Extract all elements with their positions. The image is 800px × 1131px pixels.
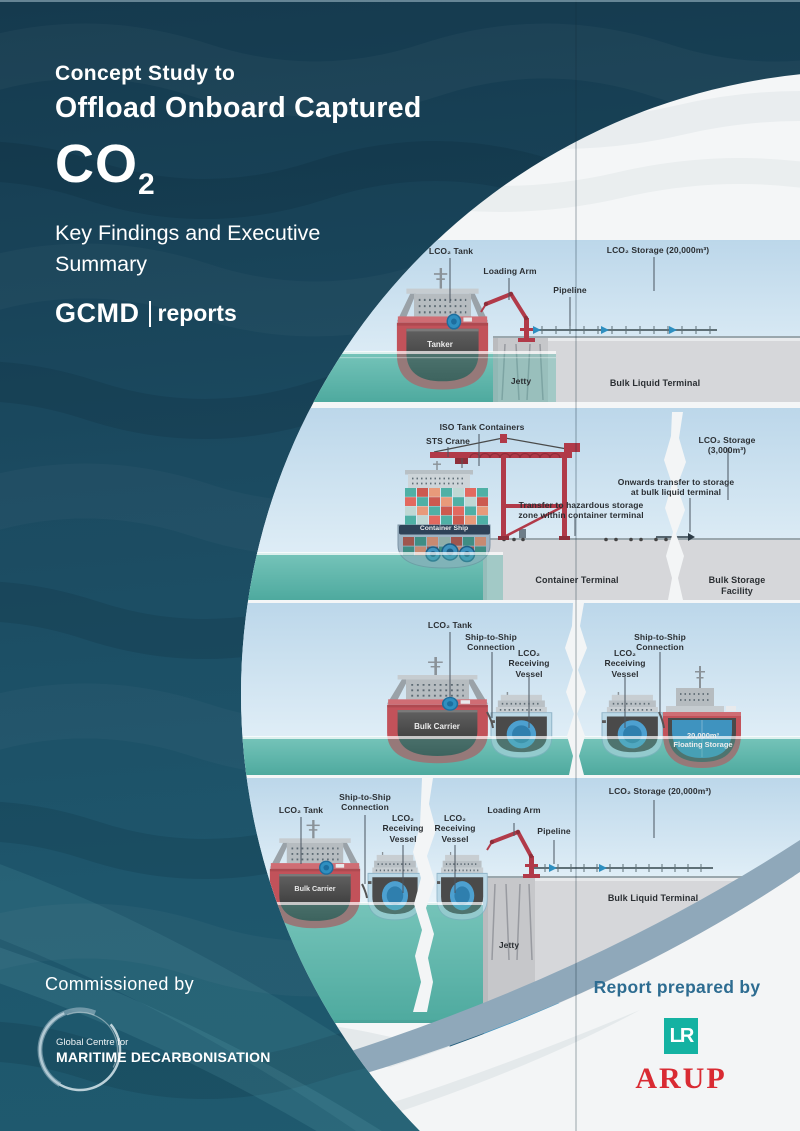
label-onwards-note: Onwards transfer to storage at bulk liqu…	[617, 477, 735, 498]
co2-base: CO	[55, 134, 138, 194]
report-prepared-by-label: Report prepared by	[593, 977, 761, 997]
label-jetty-1: Jetty	[510, 376, 532, 386]
floating-storage	[663, 666, 741, 768]
label-sts-connection-4: Ship-to-Ship Connection	[339, 792, 391, 813]
leader-lines-3	[449, 632, 661, 728]
leader-lines-2	[447, 434, 729, 536]
label-recv-vessel-4r: LCO₂ Receiving Vessel	[434, 813, 476, 844]
hero-circle: LCO₂ Tank Loading Arm Pipeline LCO₂ Stor…	[241, 71, 800, 1131]
leader-lines-4	[300, 800, 655, 893]
leader-lines-1	[449, 257, 655, 326]
sts-crane	[430, 434, 800, 1131]
subtitle: Key Findings and Executive Summary	[55, 218, 320, 279]
iso-tank-row	[604, 537, 800, 1131]
gcmd-logo-ring	[37, 1007, 123, 1093]
subtitle-line-1: Key Findings and Executive	[55, 221, 321, 245]
label-pipeline-1: Pipeline	[553, 285, 587, 295]
gcmd-logo-big-text: MARITIME DECARBONISATION	[56, 1049, 271, 1065]
label-bulk-storage-facility: Bulk Storage Facility	[708, 575, 766, 596]
brand-gcmd: GCMD	[55, 298, 140, 328]
label-container-ship: Container Ship	[419, 525, 469, 532]
label-bulk-carrier-4: Bulk Carrier	[294, 884, 336, 893]
label-floating-storage: 20,000m³ Floating Storage	[673, 731, 733, 750]
label-sts-connection-3r: Ship-to-Ship Connection	[634, 632, 686, 653]
label-lco2-tank-1: LCO₂ Tank	[428, 246, 474, 256]
label-lco2-tank-3: LCO₂ Tank	[427, 620, 473, 630]
gcmd-reports-brand: GCMD reports	[55, 298, 237, 329]
label-jetty-4: Jetty	[498, 940, 520, 950]
label-sts-crane: STS Crane	[426, 436, 470, 446]
container-stack	[405, 488, 488, 525]
label-lco2-storage-4: LCO₂ Storage (20,000m³)	[608, 786, 712, 796]
co2-subscript: 2	[138, 167, 156, 201]
label-container-terminal: Container Terminal	[535, 575, 619, 585]
label-tanker: Tanker	[427, 340, 453, 349]
gcmd-logo-small-text: Global Centre for	[56, 1037, 129, 1048]
title-co2: CO2	[55, 133, 422, 202]
label-iso-tanks: ISO Tank Containers	[439, 422, 525, 432]
cover-fold-crease	[575, 0, 577, 1131]
label-recv-vessel-3r: LCO₂ Receiving Vessel	[604, 648, 646, 679]
label-sts-connection-3l: Ship-to-Ship Connection	[465, 632, 517, 653]
label-lco2-storage-1: LCO₂ Storage (20,000m³)	[606, 245, 710, 255]
label-recv-vessel-3l: LCO₂ Receiving Vessel	[508, 648, 550, 679]
diagram-graphics	[241, 91, 800, 1131]
bottom-swoosh	[280, 840, 800, 1131]
label-bulk-carrier-3: Bulk Carrier	[414, 722, 460, 731]
label-terminal-4: Bulk Liquid Terminal	[607, 893, 699, 903]
brand-divider	[148, 300, 151, 327]
label-pipeline-4: Pipeline	[537, 826, 571, 836]
label-lco2-storage-2: LCO₂ Storage (3,000m³)	[698, 435, 756, 456]
subtitle-line-2: Summary	[55, 251, 147, 276]
page-top-edge	[0, 0, 800, 2]
title-line-2: Offload Onboard Captured	[55, 92, 422, 124]
label-transfer-note: Transfer to hazardous storage zone withi…	[518, 500, 644, 521]
diagram1-tanker-terminal	[241, 240, 800, 402]
diagram2-container-terminal	[241, 408, 800, 1131]
label-recv-vessel-4l: LCO₂ Receiving Vessel	[382, 813, 424, 844]
title-block: Concept Study to Offload Onboard Capture…	[55, 62, 422, 202]
loading-arm-4	[486, 829, 540, 878]
label-loading-arm-1: Loading Arm	[483, 266, 537, 276]
lr-monogram: LR	[669, 1024, 695, 1047]
label-lco2-tank-4: LCO₂ Tank	[278, 805, 324, 815]
lloyds-register-logo: LR	[664, 1018, 698, 1054]
title-line-1: Concept Study to	[55, 62, 236, 85]
commissioned-by-label: Commissioned by	[45, 974, 195, 994]
diagram3-ship-to-ship	[241, 603, 800, 775]
label-loading-arm-4: Loading Arm	[487, 805, 541, 815]
arup-logo: ARUP	[635, 1062, 727, 1095]
loading-arm-1	[480, 292, 535, 342]
brand-reports: reports	[157, 300, 237, 326]
label-terminal-1: Bulk Liquid Terminal	[609, 378, 701, 388]
